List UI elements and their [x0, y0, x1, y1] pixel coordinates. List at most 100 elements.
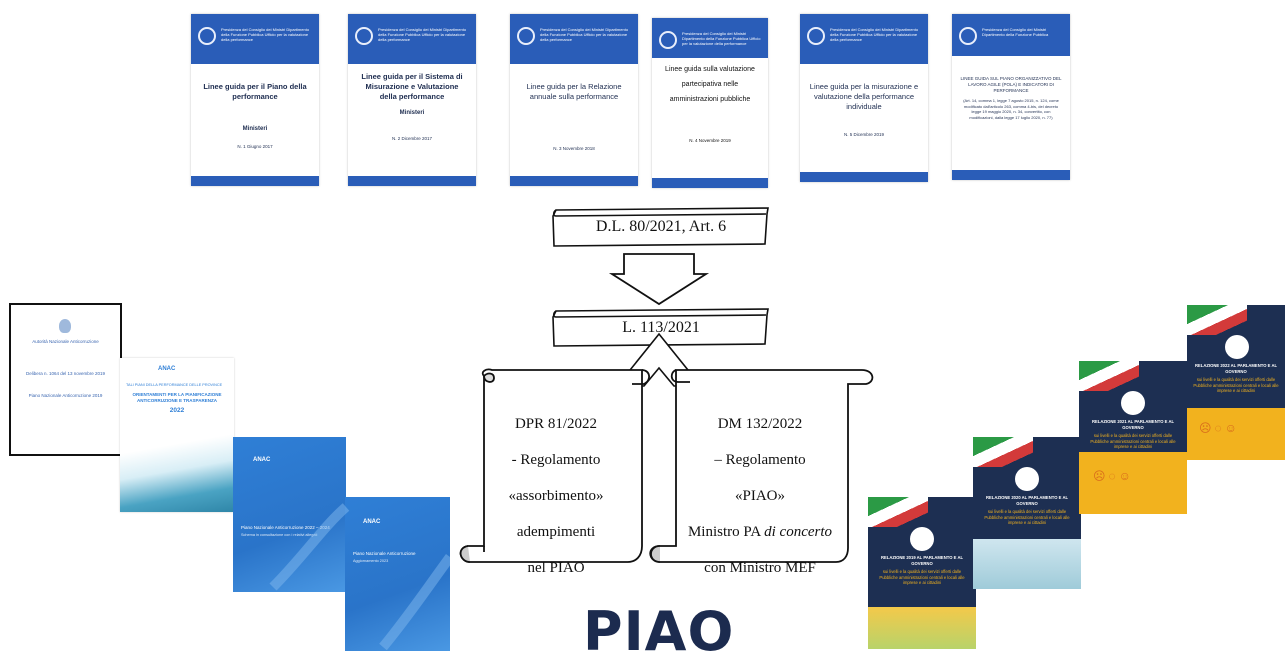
dm-scroll-text: DM 132/2022 – Regolamento «PIAO» Ministr…	[670, 406, 850, 586]
dm-line-plain: Ministro PA	[687, 524, 765, 540]
dpr-scroll-text: DPR 81/2022 - Regolamento «assorbimento»…	[466, 406, 646, 586]
republic-emblem-icon	[59, 319, 71, 333]
dm-line: con Ministro MEF	[704, 560, 816, 576]
anac-doc2-title: ORIENTAMENTI PER LA PIANIFICAZIONE ANTIC…	[132, 392, 222, 403]
piao-label: PIAO	[583, 600, 735, 663]
relazione-body: sui livelli e la qualità dei servizi off…	[984, 509, 1070, 525]
relazione-body: sui livelli e la qualità dei servizi off…	[879, 569, 965, 585]
cover-footer-band	[952, 170, 1070, 180]
law-label: L. 113/2021	[622, 319, 700, 336]
seal-icon	[1015, 467, 1039, 491]
dpr-scroll	[459, 368, 650, 563]
relazione-body: sui livelli e la qualità dei servizi off…	[1090, 433, 1176, 449]
relazione-2019-cover: RELAZIONE 2019 AL PARLAMENTO E AL GOVERN…	[868, 497, 976, 649]
smiley-panel	[1187, 408, 1285, 460]
face-icons: ☹ ◌ ☺	[1199, 421, 1237, 435]
cover-title: Linee guida per il Piano della performan…	[203, 82, 307, 101]
smiley-panel	[1079, 452, 1187, 514]
decree-label: D.L. 80/2021, Art. 6	[595, 218, 727, 235]
republic-seal-icon	[355, 27, 373, 45]
cover-header-text: Presidenza del Consiglio dei Ministri Di…	[830, 27, 919, 42]
cover-title: LINEE GUIDA SUL PIANO ORGANIZZATIVO DEL …	[960, 76, 1062, 93]
cover-header-text: Presidenza del Consiglio dei Ministri Di…	[221, 27, 310, 42]
republic-seal-icon	[807, 27, 825, 45]
school-bus-illustration	[868, 607, 976, 649]
down-arrow	[608, 253, 710, 306]
republic-seal-icon	[517, 27, 535, 45]
italian-flag-icon	[1187, 305, 1247, 335]
seal-icon	[910, 527, 934, 551]
republic-seal-icon	[959, 27, 977, 45]
anac-doc1-delibera: Delibera n. 1064 del 13 novembre 2019	[25, 371, 106, 376]
cover-linee-guida-pola: Presidenza del Consiglio dei Ministri Di…	[952, 14, 1070, 180]
cover-footer-band	[191, 176, 319, 186]
decree-scroll-banner	[552, 207, 769, 247]
republic-seal-icon	[659, 31, 677, 49]
dm-line-italic: di concerto	[764, 524, 833, 540]
dm-line: Ministro PA di concerto	[670, 514, 850, 550]
cover-footer-band	[348, 176, 476, 186]
seal-icon	[1121, 391, 1145, 415]
anac-doc3-title: Piano Nazionale Anticorruzione 2022 – 20…	[241, 525, 330, 530]
dpr-line: DPR 81/2022	[514, 416, 598, 432]
cover-linee-guida-smvp: Presidenza del Consiglio dei Ministri Di…	[348, 14, 476, 186]
cover-footer-band	[652, 178, 768, 188]
italian-flag-icon	[1079, 361, 1139, 391]
cover-subtitle: Ministeri	[242, 126, 268, 132]
anac-logo: ANAC	[253, 457, 271, 463]
cover-linee-guida-performance-individuale: Presidenza del Consiglio dei Ministri Di…	[800, 14, 928, 182]
relazione-title: RELAZIONE 2021 AL PARLAMENTO E AL GOVERN…	[1091, 419, 1175, 430]
cover-linee-guida-valutazione-partecipativa: Presidenza del Consiglio dei Ministri Di…	[652, 18, 768, 188]
cover-header-text: Presidenza del Consiglio dei Ministri Di…	[682, 31, 761, 46]
cover-title: Linee guida per la Relazione annuale sul…	[526, 82, 622, 101]
anac-doc1-piano: Piano Nazionale Anticorruzione 2019	[28, 393, 103, 398]
italian-flag-icon	[868, 497, 928, 527]
cover-number: N. 3 Novembre 2018	[553, 146, 595, 151]
law-scroll-banner	[552, 308, 769, 347]
anac-doc-pna-2019: Autorità Nazionale Anticorruzione Delibe…	[9, 303, 122, 456]
face-icons: ☹ ◌ ☺	[1093, 469, 1131, 483]
dm-scroll	[649, 369, 874, 563]
anac-logo: ANAC	[158, 366, 176, 372]
dm-line: «PIAO»	[734, 488, 785, 504]
dpr-line: - Regolamento	[511, 452, 601, 468]
cover-number: N. 4 Novembre 2019	[689, 138, 731, 143]
cover-header-text: Presidenza del Consiglio dei Ministri Di…	[540, 27, 629, 42]
dpr-line: nel PIAO	[527, 560, 585, 576]
anac-doc3-sub: Schema in consultazione con i relativi a…	[241, 533, 318, 537]
cover-header-text: Presidenza del Consiglio dei Ministri Di…	[378, 27, 467, 42]
italian-flag-icon	[973, 437, 1033, 467]
cover-number: N. 1 Giugno 2017	[237, 144, 273, 149]
dpr-line: adempimenti	[516, 524, 596, 540]
cover-subtitle: Ministeri	[399, 110, 425, 116]
anac-doc4-title: Piano Nazionale Anticorruzione	[353, 551, 416, 556]
cover-linee-guida-piano-performance: Presidenza del Consiglio dei Ministri Di…	[191, 14, 319, 186]
dm-line: – Regolamento	[714, 452, 806, 468]
relazione-2021-cover: RELAZIONE 2021 AL PARLAMENTO E AL GOVERN…	[1079, 361, 1187, 514]
anac-decorative-swoosh	[269, 503, 450, 651]
dm-line: DM 132/2022	[717, 416, 803, 432]
cover-footer-band	[510, 176, 638, 186]
republic-seal-icon	[198, 27, 216, 45]
anac-doc-orientamenti-2022: ANAC TALI PIANI DELLA PERFORMANCE DELLE …	[120, 358, 234, 512]
anac-doc4-sub: Aggiornamento 2023	[353, 559, 389, 563]
cover-number: N. 5 Dicembre 2019	[843, 132, 885, 137]
cover-footer-band	[800, 172, 928, 182]
relazione-title: RELAZIONE 2019 AL PARLAMENTO E AL GOVERN…	[880, 555, 964, 566]
cover-header-text: Presidenza del Consiglio dei Ministri Di…	[982, 27, 1049, 37]
cover-number: N. 2 Dicembre 2017	[391, 136, 433, 141]
cover-title: Linee guida per il Sistema di Misurazion…	[361, 72, 463, 101]
relazione-body: sui livelli e la qualità dei servizi off…	[1193, 377, 1279, 393]
anac-doc2-header: TALI PIANI DELLA PERFORMANCE DELLE PROVI…	[126, 383, 223, 387]
relazione-2022-cover: RELAZIONE 2022 AL PARLAMENTO E AL GOVERN…	[1187, 305, 1285, 460]
anac-logo: ANAC	[363, 519, 381, 525]
dpr-line: «assorbimento»	[508, 488, 604, 504]
anac-doc2-year: 2022	[169, 407, 185, 414]
cover-number: (Art. 14, comma 1, legge 7 agosto 2015, …	[963, 98, 1059, 120]
anac-doc1-title: Autorità Nazionale Anticorruzione	[32, 339, 99, 344]
seal-icon	[1225, 335, 1249, 359]
office-illustration	[973, 539, 1081, 589]
relazione-2020-cover: RELAZIONE 2020 AL PARLAMENTO E AL GOVERN…	[973, 437, 1081, 589]
cover-linee-guida-relazione: Presidenza del Consiglio dei Ministri Di…	[510, 14, 638, 186]
